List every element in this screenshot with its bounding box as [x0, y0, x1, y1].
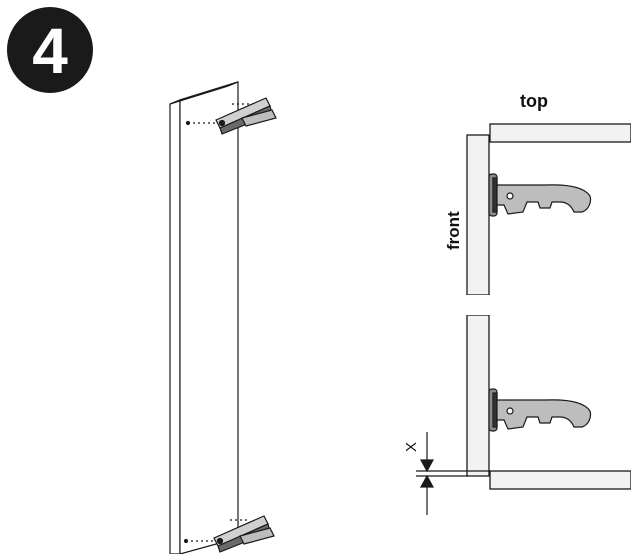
- panel-break: [460, 295, 496, 315]
- bottom-board: [489, 470, 631, 490]
- label-top: top: [520, 91, 548, 111]
- dimension-x: [416, 432, 490, 515]
- upper-hinge: [185, 97, 277, 135]
- step-number: 4: [32, 15, 68, 87]
- lower-hinge: [183, 515, 275, 553]
- door-panel: [169, 81, 239, 554]
- label-x: X: [403, 442, 420, 452]
- top-board: [489, 123, 631, 143]
- step-badge: 4: [7, 7, 93, 93]
- upper-hinge-section: [488, 173, 592, 217]
- lower-hinge-section: [488, 388, 592, 432]
- label-front: front: [444, 211, 463, 250]
